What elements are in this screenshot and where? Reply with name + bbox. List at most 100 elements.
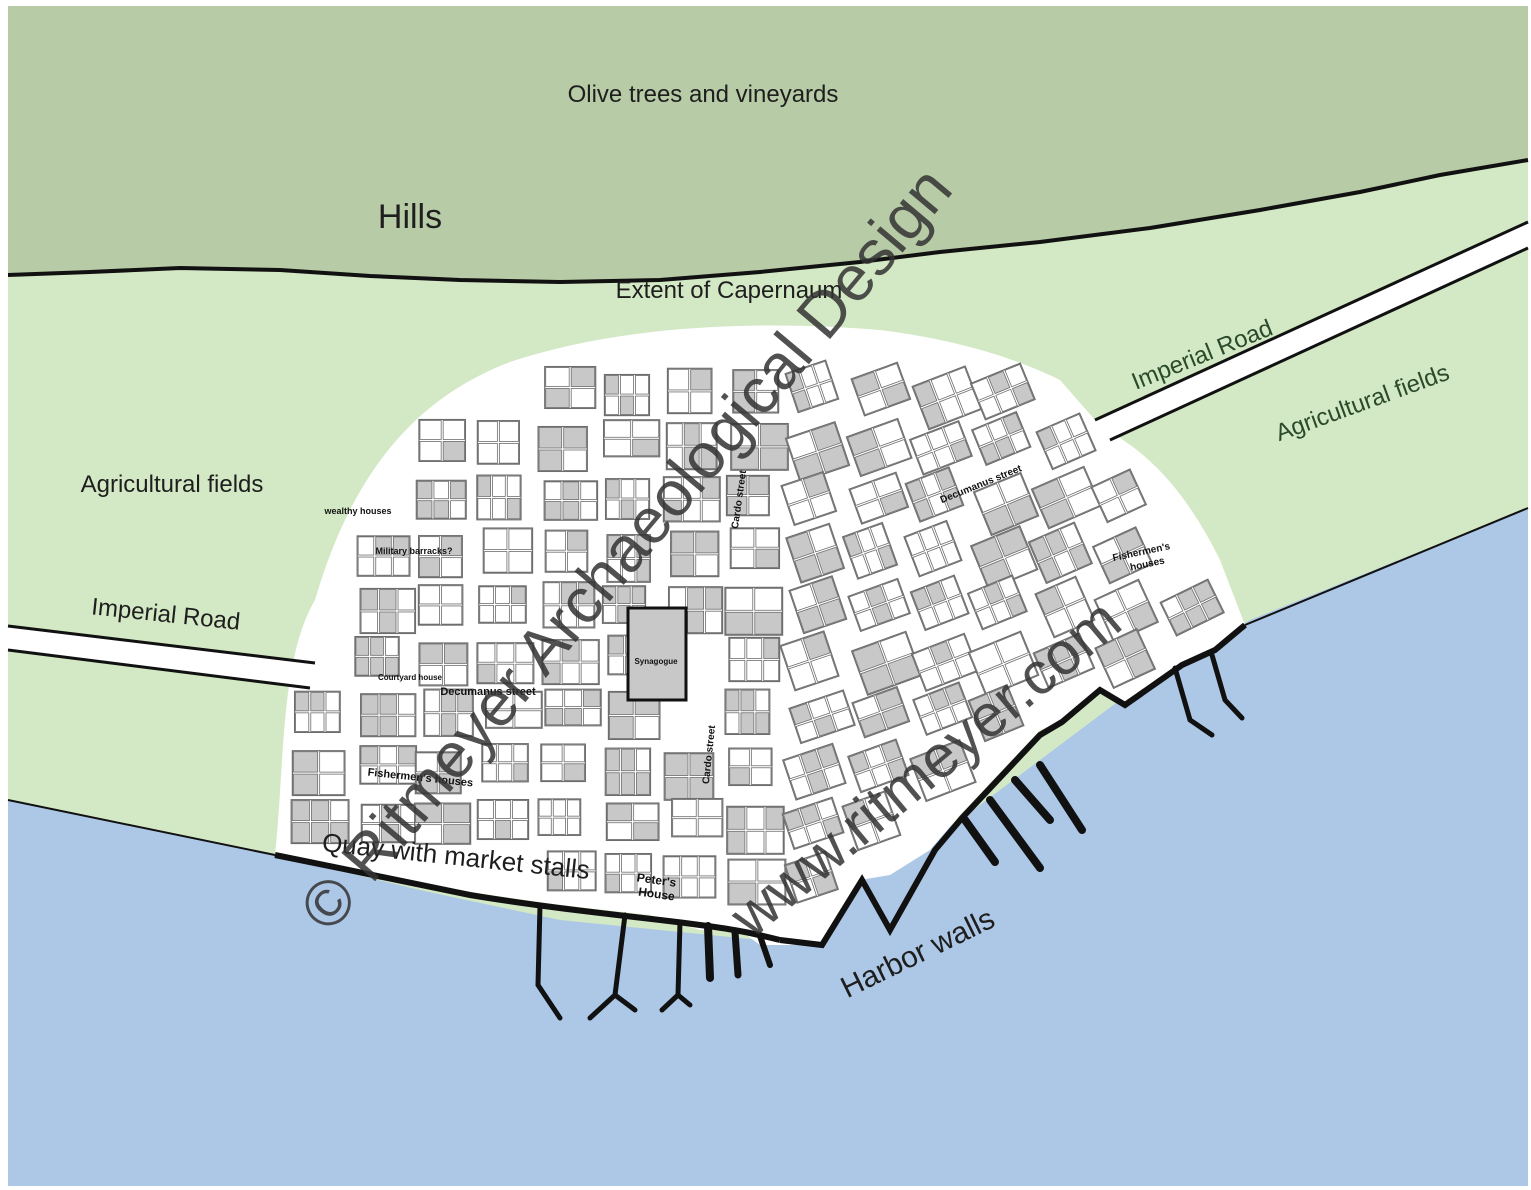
building-block: [1091, 526, 1154, 585]
building-block: [481, 743, 529, 783]
courtyard-house-label: Courtyard house: [378, 673, 443, 682]
building-block: [903, 519, 963, 578]
building-block: [779, 630, 840, 692]
building-block: [851, 685, 911, 739]
building-block: [546, 850, 597, 892]
imperial-road-east: [1094, 220, 1529, 442]
building-block: [912, 681, 974, 736]
building-block: [730, 422, 789, 471]
extent-of-capernaum-label: Extent of Capernaum: [616, 277, 843, 304]
building-block: [671, 797, 724, 838]
building-block: [780, 470, 838, 527]
building-block: [784, 359, 840, 414]
building-block: [841, 521, 899, 580]
building-block: [354, 635, 400, 677]
building-block: [725, 474, 770, 517]
peters-house-label-1: Peter's: [636, 870, 677, 889]
building-block: [910, 632, 980, 693]
building-block: [908, 738, 977, 803]
building-block: [423, 688, 474, 737]
building-block: [850, 630, 923, 696]
wealthy-houses-label: wealthy houses: [323, 506, 391, 516]
building-block: [662, 855, 717, 899]
building-block: [966, 574, 1028, 631]
building-block: [847, 577, 912, 633]
building-block: [417, 584, 464, 626]
building-block: [603, 373, 651, 417]
building-block: [415, 479, 467, 520]
building-block: [604, 853, 653, 894]
building-block: [848, 471, 910, 525]
building-block: [605, 802, 660, 842]
building-block: [729, 527, 781, 570]
shoreline-west: [7, 799, 276, 856]
peters-house-label-2: House: [637, 885, 676, 904]
building-block: [602, 419, 661, 458]
building-block: [666, 367, 713, 415]
building-block: [606, 534, 651, 583]
building-block: [290, 799, 350, 845]
building-block: [418, 535, 463, 579]
building-block: [544, 688, 602, 727]
building-block: [359, 587, 417, 635]
building-block: [1159, 578, 1225, 637]
building-block: [485, 690, 543, 729]
harbor-piers: [535, 652, 1245, 1021]
building-block: [418, 418, 467, 462]
building-block: [482, 527, 534, 574]
building-block: [544, 529, 589, 573]
hills-label: Hills: [378, 198, 442, 236]
building-block: [418, 642, 469, 687]
building-block: [537, 798, 582, 836]
building-block: [904, 466, 965, 523]
imperial-road-west: [7, 624, 316, 690]
building-block: [969, 362, 1036, 421]
building-block: [1030, 465, 1102, 530]
harbor-wall-zigzag: [779, 622, 1247, 949]
building-block: [604, 478, 651, 520]
building-block: [663, 752, 715, 801]
building-block: [967, 683, 1025, 743]
synagogue-label: Synagogue: [634, 657, 678, 666]
building-block: [908, 419, 974, 476]
building-block: [724, 586, 784, 636]
building-block: [476, 798, 530, 841]
building-block: [727, 858, 787, 906]
building-block: [909, 574, 970, 632]
hills-boundary-line: [7, 158, 1529, 285]
decumanus-street-label: Decumanus street: [440, 686, 536, 698]
building-block: [359, 745, 418, 785]
agricultural-fields-west-label: Agricultural fields: [81, 471, 264, 498]
building-block: [726, 805, 785, 855]
building-block: [540, 743, 586, 783]
building-block: [847, 738, 910, 794]
building-block: [781, 742, 847, 801]
building-block: [788, 575, 848, 635]
building-block: [665, 422, 718, 471]
building-block: [781, 796, 845, 851]
building-block: [604, 747, 652, 796]
building-block: [356, 535, 411, 577]
shoreline-east: [1244, 507, 1529, 626]
building-block: [728, 636, 781, 683]
building-block: [360, 803, 420, 844]
building-block: [537, 425, 588, 473]
building-block: [1034, 575, 1096, 639]
building-block: [1032, 632, 1096, 690]
building-block: [1090, 468, 1148, 524]
building-block: [785, 522, 846, 584]
building-block: [291, 750, 346, 797]
town-buildings: [290, 359, 1225, 906]
military-barracks-label: Military barracks?: [375, 546, 452, 556]
building-block: [1094, 627, 1157, 690]
building-block: [541, 639, 600, 686]
building-block: [360, 693, 417, 738]
building-block: [293, 690, 341, 734]
building-block: [788, 689, 856, 745]
hills-area: [8, 6, 1528, 282]
building-block: [476, 642, 535, 685]
olive-trees-label: Olive trees and vineyards: [568, 81, 839, 108]
building-block: [544, 365, 597, 410]
building-block: [662, 476, 721, 523]
